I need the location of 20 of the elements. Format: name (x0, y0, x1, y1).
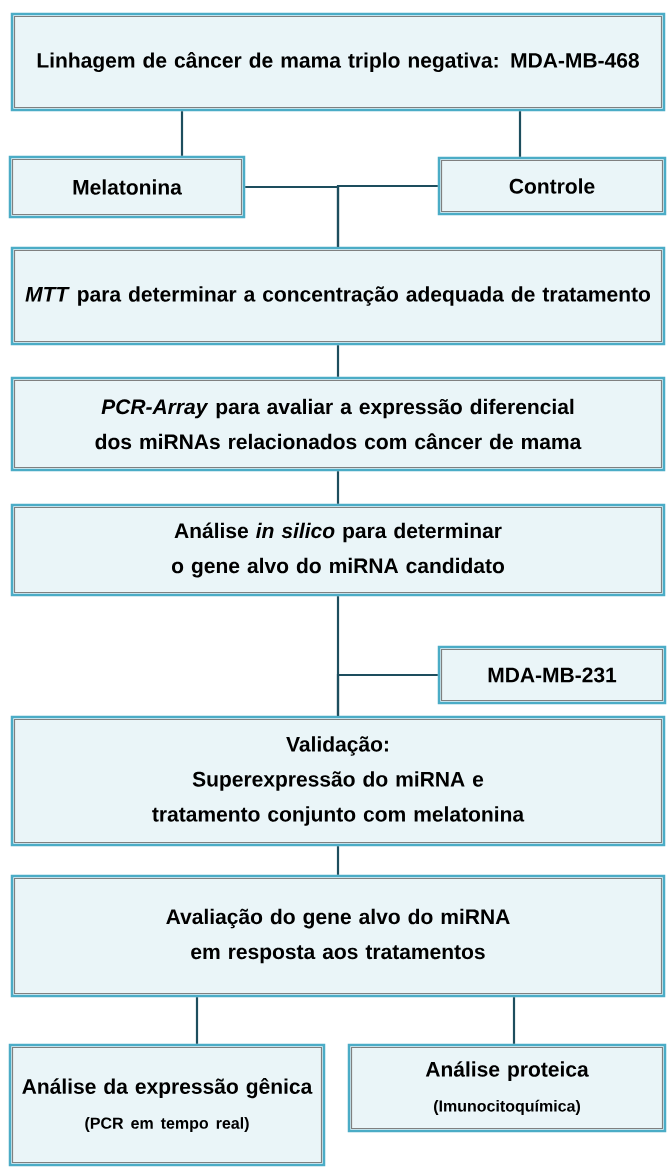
connector-line (195, 997, 199, 1044)
connector-line (518, 111, 522, 157)
process-box: Avaliação do gene alvo do miRNA em resposta aos tratamentos (10, 874, 666, 998)
process-box: PCR-Array para avaliar a expressão diferencial dos miRNAs relacionados com câncer de mama (10, 376, 666, 472)
process-box: Análise proteica (Imunocitoquímica) (347, 1043, 667, 1133)
process-box: MDA-MB-231 (437, 645, 667, 705)
connector-line (512, 997, 516, 1044)
process-box: Controle (437, 156, 667, 216)
connector-line (336, 846, 340, 875)
connector-line (336, 471, 340, 504)
process-box: MTT para determinar a concentração adequada de tratamento (10, 246, 666, 346)
connector-line (336, 345, 340, 377)
connector-line (336, 184, 438, 247)
connector-line (336, 673, 438, 716)
process-box: Análise in silico para determinar o gene alvo do miRNA candidato (10, 503, 666, 597)
process-box: Melatonina (8, 155, 246, 219)
process-box: Análise da expressão gênica (PCR em tempo real) (8, 1043, 326, 1167)
connector-line (180, 111, 184, 156)
process-box: Validação: Superexpressão do miRNA e tratamento conjunto com melatonina (10, 715, 666, 847)
process-box: Linhagem de câncer de mama triplo negativa: MDA-MB-468 (10, 12, 666, 112)
